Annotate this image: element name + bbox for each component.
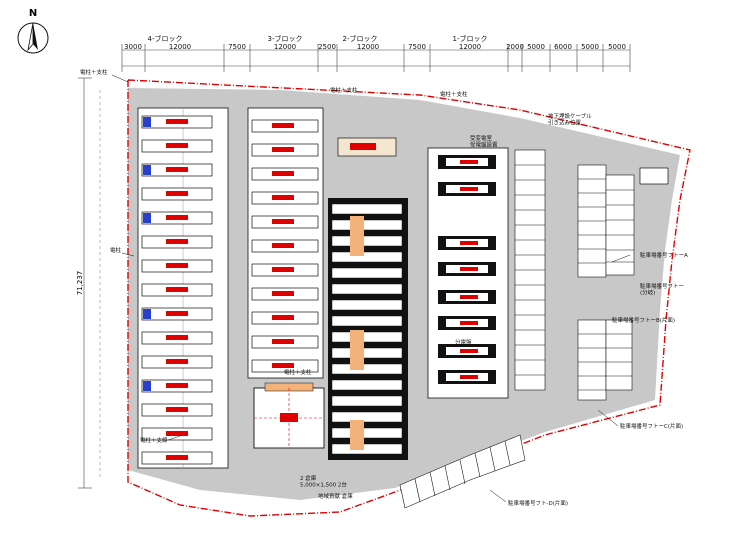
parking-stalls-b [577, 164, 635, 401]
label-pole-left: 電柱 [110, 246, 122, 254]
block-1-buses [427, 147, 509, 399]
label-pole-support-top2: 電柱＋支柱 [330, 86, 358, 94]
label-bottom-note: 地域貢献 倉庫 [318, 492, 353, 500]
dim-4: 2000 [506, 43, 524, 51]
block-1-width: 12000 [459, 43, 481, 51]
block-1-name: 1-ブロック [453, 34, 488, 43]
site-boundary [127, 79, 691, 517]
block-3-name: 3-ブロック [268, 34, 303, 43]
label-parking-c: 駐車場番号フトーB(片面) [612, 316, 675, 324]
label-parking-a: 駐車場番号フトーA [640, 251, 688, 259]
block-2-width: 12000 [357, 43, 379, 51]
label-parking-b: 駐車場番号フトー(分岐) [640, 282, 684, 296]
block-3-buses [247, 107, 325, 449]
dim-0: 3000 [124, 43, 142, 51]
leader-lines [111, 74, 631, 503]
top-dimension-lines [121, 44, 631, 72]
block-2-buses [328, 137, 408, 460]
left-dimension: 71,237 [76, 77, 101, 489]
label-parking-e: 駐車場番号フト-D(片面) [508, 499, 568, 507]
dim-3: 7500 [408, 43, 426, 51]
ground-cable-box [639, 167, 669, 185]
dim-1: 7500 [228, 43, 246, 51]
dim-5: 5000 [527, 43, 545, 51]
dim-2: 2500 [318, 43, 336, 51]
dim-8: 5000 [608, 43, 626, 51]
label-pole-mid: 電柱＋支柱 [284, 368, 312, 376]
north-arrow-icon: N [17, 8, 49, 54]
block-3-width: 12000 [274, 43, 296, 51]
block-4-buses [137, 107, 229, 469]
block-4-name: 4-ブロック [148, 34, 183, 43]
parking-stalls-a [514, 149, 546, 391]
label-pole-mid-top: 電柱＋支柱 [440, 90, 468, 98]
block-2-name: 2-ブロック [343, 34, 378, 43]
label-ground-cable: 地下埋設ケーブル引き込み位置 [548, 112, 592, 126]
dim-6: 6000 [554, 43, 572, 51]
parking-stalls-bottom [399, 434, 526, 509]
label-power-room: 受変電室受電盤設置 [470, 134, 498, 148]
overall-dimension: 71,237 [76, 271, 84, 296]
dim-7: 5000 [581, 43, 599, 51]
label-pole-support-top: 電柱＋支柱 [80, 68, 108, 76]
north-label: N [29, 8, 37, 19]
label-distribution: 分電盤 [455, 338, 472, 346]
block-4-width: 12000 [169, 43, 191, 51]
label-pole-bottom: 電柱＋支線 [140, 436, 168, 444]
label-parking-d: 駐車場番号フトーC(片面) [620, 422, 683, 430]
